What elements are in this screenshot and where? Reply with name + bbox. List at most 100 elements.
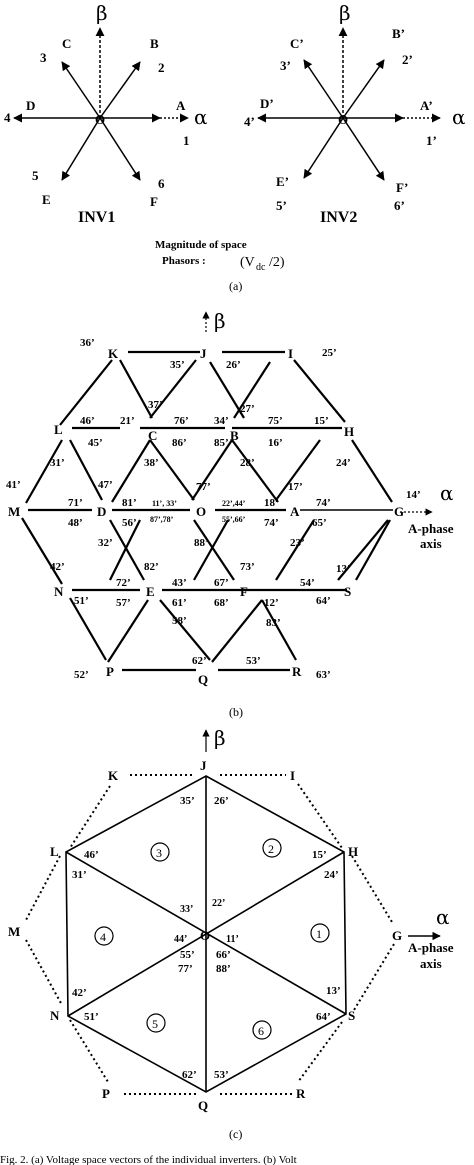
inv2-vector-2-label: 2’: [402, 52, 413, 67]
inv1-vector-1-label: 1: [183, 133, 190, 148]
b-state: 17’: [288, 481, 303, 493]
b-state: 54’: [300, 577, 315, 589]
magnitude-value-sub: dc: [256, 262, 266, 273]
inv2-beta-label: β: [339, 1, 351, 25]
b-state: 65’: [312, 517, 327, 529]
b-point-j: J: [200, 346, 207, 361]
sector-6-label: 6: [258, 1024, 264, 1038]
sector-4-label: 4: [100, 930, 106, 944]
sector-5-marker: 5: [146, 1013, 166, 1033]
inv2-title: INV2: [320, 209, 357, 226]
c-state: 53’: [214, 1069, 229, 1081]
b-state: 16’: [268, 437, 283, 449]
b-state: 45’: [88, 437, 103, 449]
c-point-o: O: [200, 928, 210, 943]
b-point-r: R: [292, 664, 302, 679]
b-point-k: K: [108, 346, 119, 361]
c-state: 11’: [226, 934, 239, 945]
inv2-alpha-label: α: [452, 105, 466, 129]
b-state: 38’: [144, 457, 159, 469]
inv2-center-label: O: [338, 112, 348, 127]
panel-b-hexagon-grid: [21, 350, 393, 672]
inv1-vector-c-label: C: [62, 36, 71, 51]
inv1-vector-e-label: E: [42, 192, 51, 207]
inv1-vector-3-label: 3: [40, 50, 47, 65]
inv1-vector-5-label: 5: [32, 168, 39, 183]
panel-c-dotted-outer-hexagon: [25, 774, 395, 1095]
b-state: 52’: [74, 669, 89, 681]
magnitude-label-line1: Magnitude of space: [155, 239, 247, 251]
b-state: 41’: [6, 479, 21, 491]
inv2-vector-6-label: 6’: [394, 198, 405, 213]
sector-6-marker: 6: [252, 1020, 272, 1040]
inv1-vector-f-label: F: [150, 194, 158, 209]
c-point-k: K: [108, 768, 119, 783]
panel-b-caption: (b): [229, 705, 243, 719]
inv1-beta-label: β: [96, 1, 108, 25]
b-state: 82’: [144, 561, 159, 573]
b-state: 35’: [170, 359, 185, 371]
b-state: 43’: [172, 577, 187, 589]
b-state: 48’: [68, 517, 83, 529]
c-state: 22’: [212, 898, 225, 909]
b-state: 21’: [120, 415, 135, 427]
panel-b-alpha-label: α: [440, 481, 454, 505]
c-state: 51’: [84, 1011, 99, 1023]
b-state: 37’: [148, 399, 163, 411]
c-state: 15’: [312, 849, 327, 861]
inv2-vector-e-label: E’: [276, 174, 289, 189]
panel-c-beta-label: β: [214, 726, 226, 750]
panel-c: β α A-phase axis J K I L H M O G N S P Q…: [8, 726, 454, 1141]
inv1-vector-2-label: 2: [158, 60, 165, 75]
panel-b-vertex-labels: J I K L C B H M D O A G N E F S P Q R: [8, 346, 404, 687]
magnitude-value-tail: /2): [269, 255, 285, 270]
panel-c-axis-label: axis: [420, 956, 442, 971]
inv1-center-label: O: [95, 112, 105, 127]
c-state: 24’: [324, 869, 339, 881]
magnitude-label-line2: Phasors :: [162, 255, 206, 267]
b-state: 56’: [122, 517, 137, 529]
c-state: 62’: [182, 1069, 197, 1081]
b-point-o: O: [196, 504, 206, 519]
inv2-vector-f-label: F’: [396, 180, 408, 195]
sector-3-label: 3: [156, 846, 162, 860]
c-point-s: S: [348, 1008, 355, 1023]
figure-footer-caption: Fig. 2. (a) Voltage space vectors of the…: [0, 1154, 297, 1165]
b-state: 63’: [316, 669, 331, 681]
c-point-g: G: [392, 928, 402, 943]
b-state: 74’: [264, 517, 279, 529]
panel-c-state-labels: 35’ 26’ 46’ 31’ 15’ 24’ 33’ 22’ 44’ 11’ …: [72, 795, 341, 1081]
b-state: 62’: [192, 655, 207, 667]
b-state: 15’: [314, 415, 329, 427]
b-state: 11’, 33’: [152, 499, 177, 508]
b-point-i: I: [288, 346, 293, 361]
panel-b-state-labels: 36’ 25’ 35’ 26’ 37’ 27’ 46’ 21’ 76’ 34’ …: [6, 337, 421, 681]
c-state: 31’: [72, 869, 87, 881]
b-state: 36’: [80, 337, 95, 349]
b-state: 71’: [68, 497, 83, 509]
b-state: 14’: [406, 489, 421, 501]
inv2-vector-c-label: C’: [290, 36, 304, 51]
c-state: 77’: [178, 963, 193, 975]
b-point-e: E: [146, 584, 155, 599]
inv2-vector-4-label: 4’: [244, 114, 255, 129]
b-state: 87’,78’: [150, 515, 174, 524]
b-state: 12’: [264, 597, 279, 609]
c-point-h: H: [348, 844, 358, 859]
sector-2-marker: 2: [262, 838, 282, 858]
b-point-f: F: [240, 584, 248, 599]
c-point-n: N: [50, 1008, 60, 1023]
inv1-alpha-label: α: [194, 105, 208, 129]
inv2-phasor-diagram: [257, 27, 441, 181]
b-point-b: B: [230, 428, 239, 443]
c-point-j: J: [200, 758, 207, 773]
b-state: 24’: [336, 457, 351, 469]
c-state: 13’: [326, 985, 341, 997]
b-state: 13’: [336, 563, 351, 575]
magnitude-value: (V dc /2): [240, 255, 285, 273]
inv2-vector-d-label: D’: [260, 96, 274, 111]
b-state: 28’: [240, 457, 255, 469]
inv2-vector-5-label: 5’: [276, 198, 287, 213]
c-state: 33’: [180, 904, 193, 915]
